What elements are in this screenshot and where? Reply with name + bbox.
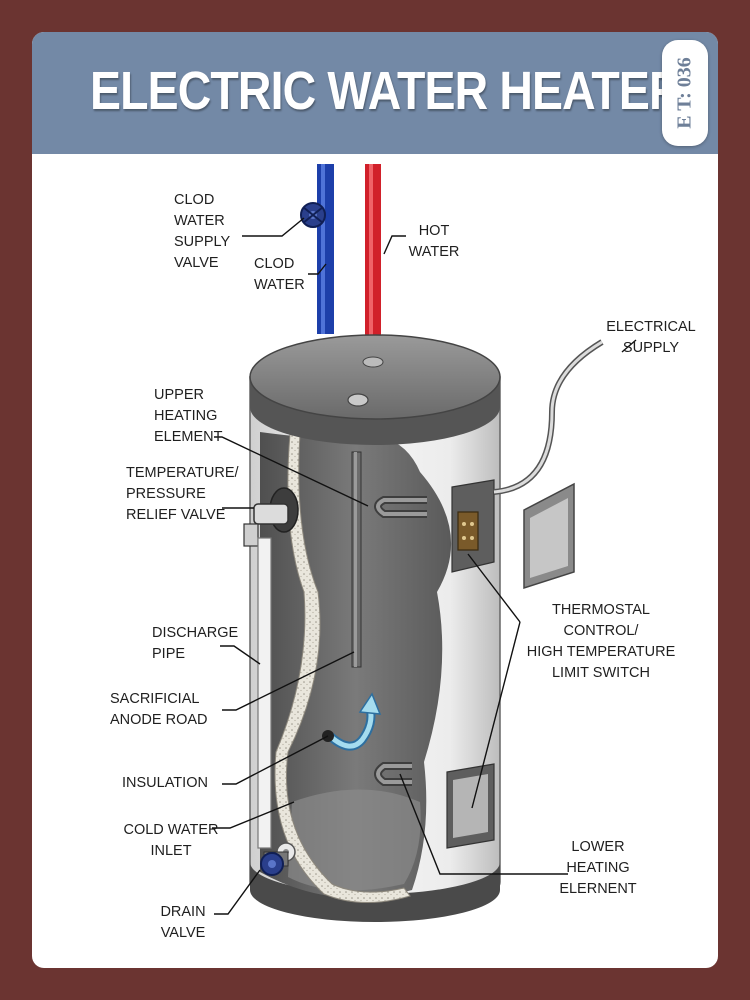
label-drain-valve: DRAIN VALVE [160, 904, 206, 941]
header-banner: ELECTRIC WATER HEATER E T: 036 [32, 32, 718, 154]
label-hot-water: HOT WATER [408, 223, 460, 260]
leader-lines [212, 217, 637, 915]
electrical-supply-cable [493, 339, 604, 495]
temperature-pressure-relief-valve [243, 487, 299, 547]
lower-thermostat-panel [446, 763, 495, 849]
label-electrical-supply: ELECTRICAL SUPPLY [606, 319, 696, 356]
label-sacrificial-anode-rod: SACRIFICIAL ANODE ROAD [110, 691, 208, 728]
tank-top [249, 334, 501, 445]
access-cover-upper [523, 482, 575, 590]
label-cold-water-supply-valve: CLOD WATER SUPPLY VALVE [174, 192, 231, 271]
label-cold-water: CLOD WATER [254, 256, 305, 293]
label-insulation: INSULATION [122, 775, 208, 791]
label-thermostat-control: THERMOSTAL CONTROL/ HIGH TEMPERATURE LIM… [526, 602, 676, 681]
water-heater-illustration [212, 164, 637, 922]
label-cold-water-inlet: COLD WATER INLET [123, 822, 219, 859]
upper-heating-element [374, 496, 427, 518]
cold-water-supply-valve [300, 202, 326, 228]
cold-water-pipe [317, 164, 334, 334]
label-upper-heating-element: UPPER HEATING ELEMENT [154, 387, 223, 445]
upper-thermostat-panel [451, 479, 495, 573]
page-title: ELECTRIC WATER HEATER [90, 61, 683, 121]
poster-card: ELECTRIC WATER HEATER E T: 036 [32, 32, 718, 968]
label-lower-heating-element: LOWER HEATING ELERNENT [559, 839, 637, 897]
lower-heating-element [374, 762, 412, 786]
drain-valve [260, 842, 296, 876]
code-badge: E T: 036 [662, 40, 708, 146]
label-discharge-pipe: DISCHARGE PIPE [152, 625, 239, 662]
label-temperature-pressure-relief-valve: TEMPERATURE/ PRESSURE RELIEF VALVE [126, 465, 239, 523]
sacrificial-anode-rod [351, 451, 362, 668]
